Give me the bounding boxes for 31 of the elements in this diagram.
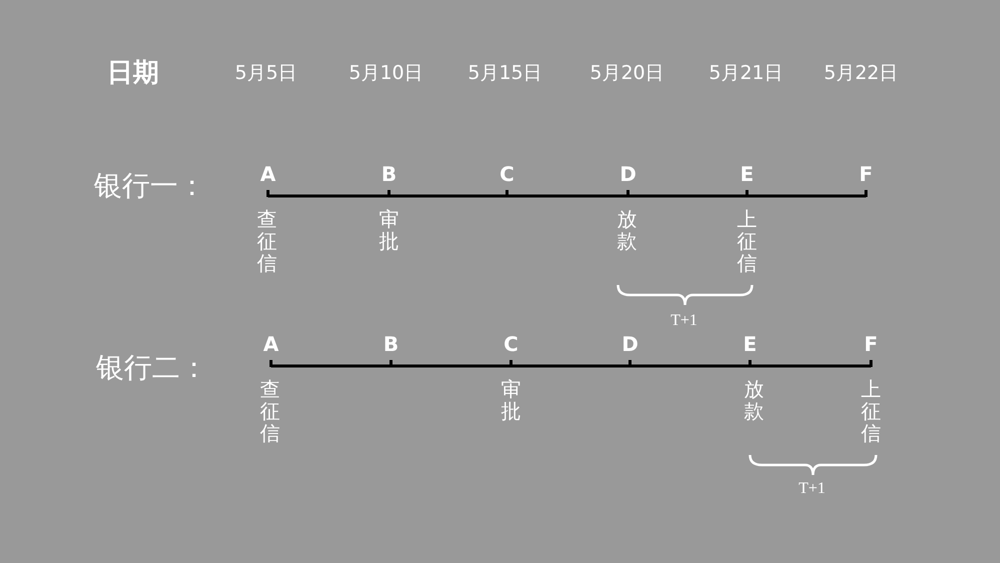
row-header: 银行一：: [94, 172, 206, 200]
point-label: C: [504, 334, 518, 354]
event-label: 审批: [501, 378, 521, 422]
point-label: F: [864, 334, 878, 354]
date-label: 5月21日: [708, 64, 784, 83]
point-label: F: [859, 164, 873, 184]
point-label: B: [383, 334, 399, 354]
date-label: 5月20日: [590, 64, 664, 83]
event-label: 放款: [617, 208, 637, 252]
point-label: E: [743, 334, 757, 354]
event-label: 查征信: [260, 378, 280, 444]
date-label: 5月22日: [824, 64, 898, 83]
date-label: 5月5日: [234, 64, 298, 83]
point-label: C: [500, 164, 514, 184]
event-label: 上征信: [861, 378, 881, 444]
row-header: 银行二：: [96, 354, 208, 382]
point-label: A: [260, 164, 276, 184]
event-label: 上征信: [737, 208, 757, 274]
point-label: D: [622, 334, 638, 354]
point-label: A: [263, 334, 279, 354]
event-label: 查征信: [257, 208, 277, 274]
interval-label: T+1: [670, 313, 698, 329]
date-label: 5月15日: [468, 64, 542, 83]
point-label: B: [381, 164, 397, 184]
interval-label: T+1: [798, 481, 826, 497]
event-label: 审批: [379, 208, 399, 252]
row-header: 日期: [107, 60, 159, 86]
point-label: E: [740, 164, 754, 184]
point-label: D: [620, 164, 636, 184]
event-label: 放款: [744, 378, 764, 422]
date-label: 5月10日: [348, 64, 424, 83]
